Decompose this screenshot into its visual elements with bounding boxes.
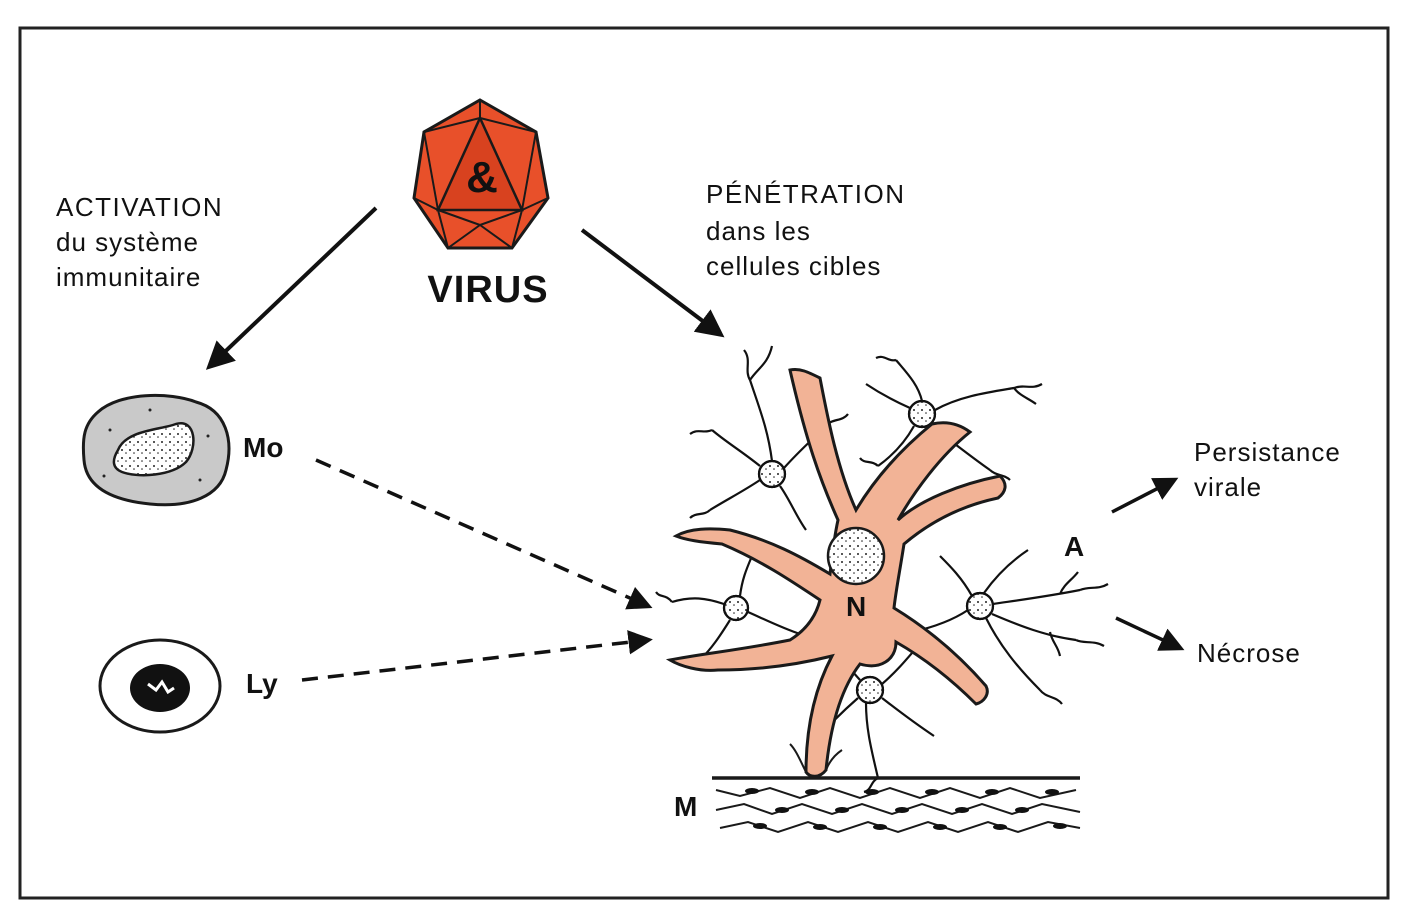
neuron-label: N <box>846 591 866 622</box>
neuron-cell-icon <box>665 368 1007 778</box>
astrocyte-network-icon <box>655 345 1109 794</box>
lymphocyte-to-brain-arrow <box>301 630 653 682</box>
necrose-label: Nécrose <box>1197 638 1301 668</box>
necrose-arrow <box>1115 616 1185 651</box>
activation-line2: du système <box>56 227 199 257</box>
monocyte-cell-icon <box>81 394 231 507</box>
penetration-arrow <box>580 228 725 338</box>
activation-line3: immunitaire <box>56 262 201 292</box>
persistance-arrow <box>1111 477 1179 514</box>
meninges-label: M <box>674 791 697 822</box>
meninges-membrane-icon <box>712 776 1081 834</box>
figure-frame <box>18 26 1390 900</box>
lymphocyte-label: Ly <box>246 668 278 699</box>
persistance-line2: virale <box>1194 472 1262 502</box>
penetration-line3: cellules cibles <box>706 251 881 281</box>
activation-title: ACTIVATION <box>56 192 223 222</box>
persistance-line1: Persistance <box>1194 437 1341 467</box>
monocyte-to-brain-arrow <box>315 458 653 610</box>
astrocyte-label: A <box>1064 531 1084 562</box>
lymphocyte-cell-icon <box>98 638 222 734</box>
penetration-line2: dans les <box>706 216 811 246</box>
activation-arrow <box>205 206 378 370</box>
penetration-title: PÉNÉTRATION <box>706 179 905 209</box>
virus-icosahedron-icon <box>412 98 550 250</box>
monocyte-label: Mo <box>243 432 283 463</box>
virus-label: VIRUS <box>427 269 548 311</box>
virus-symbol: & <box>466 153 498 202</box>
